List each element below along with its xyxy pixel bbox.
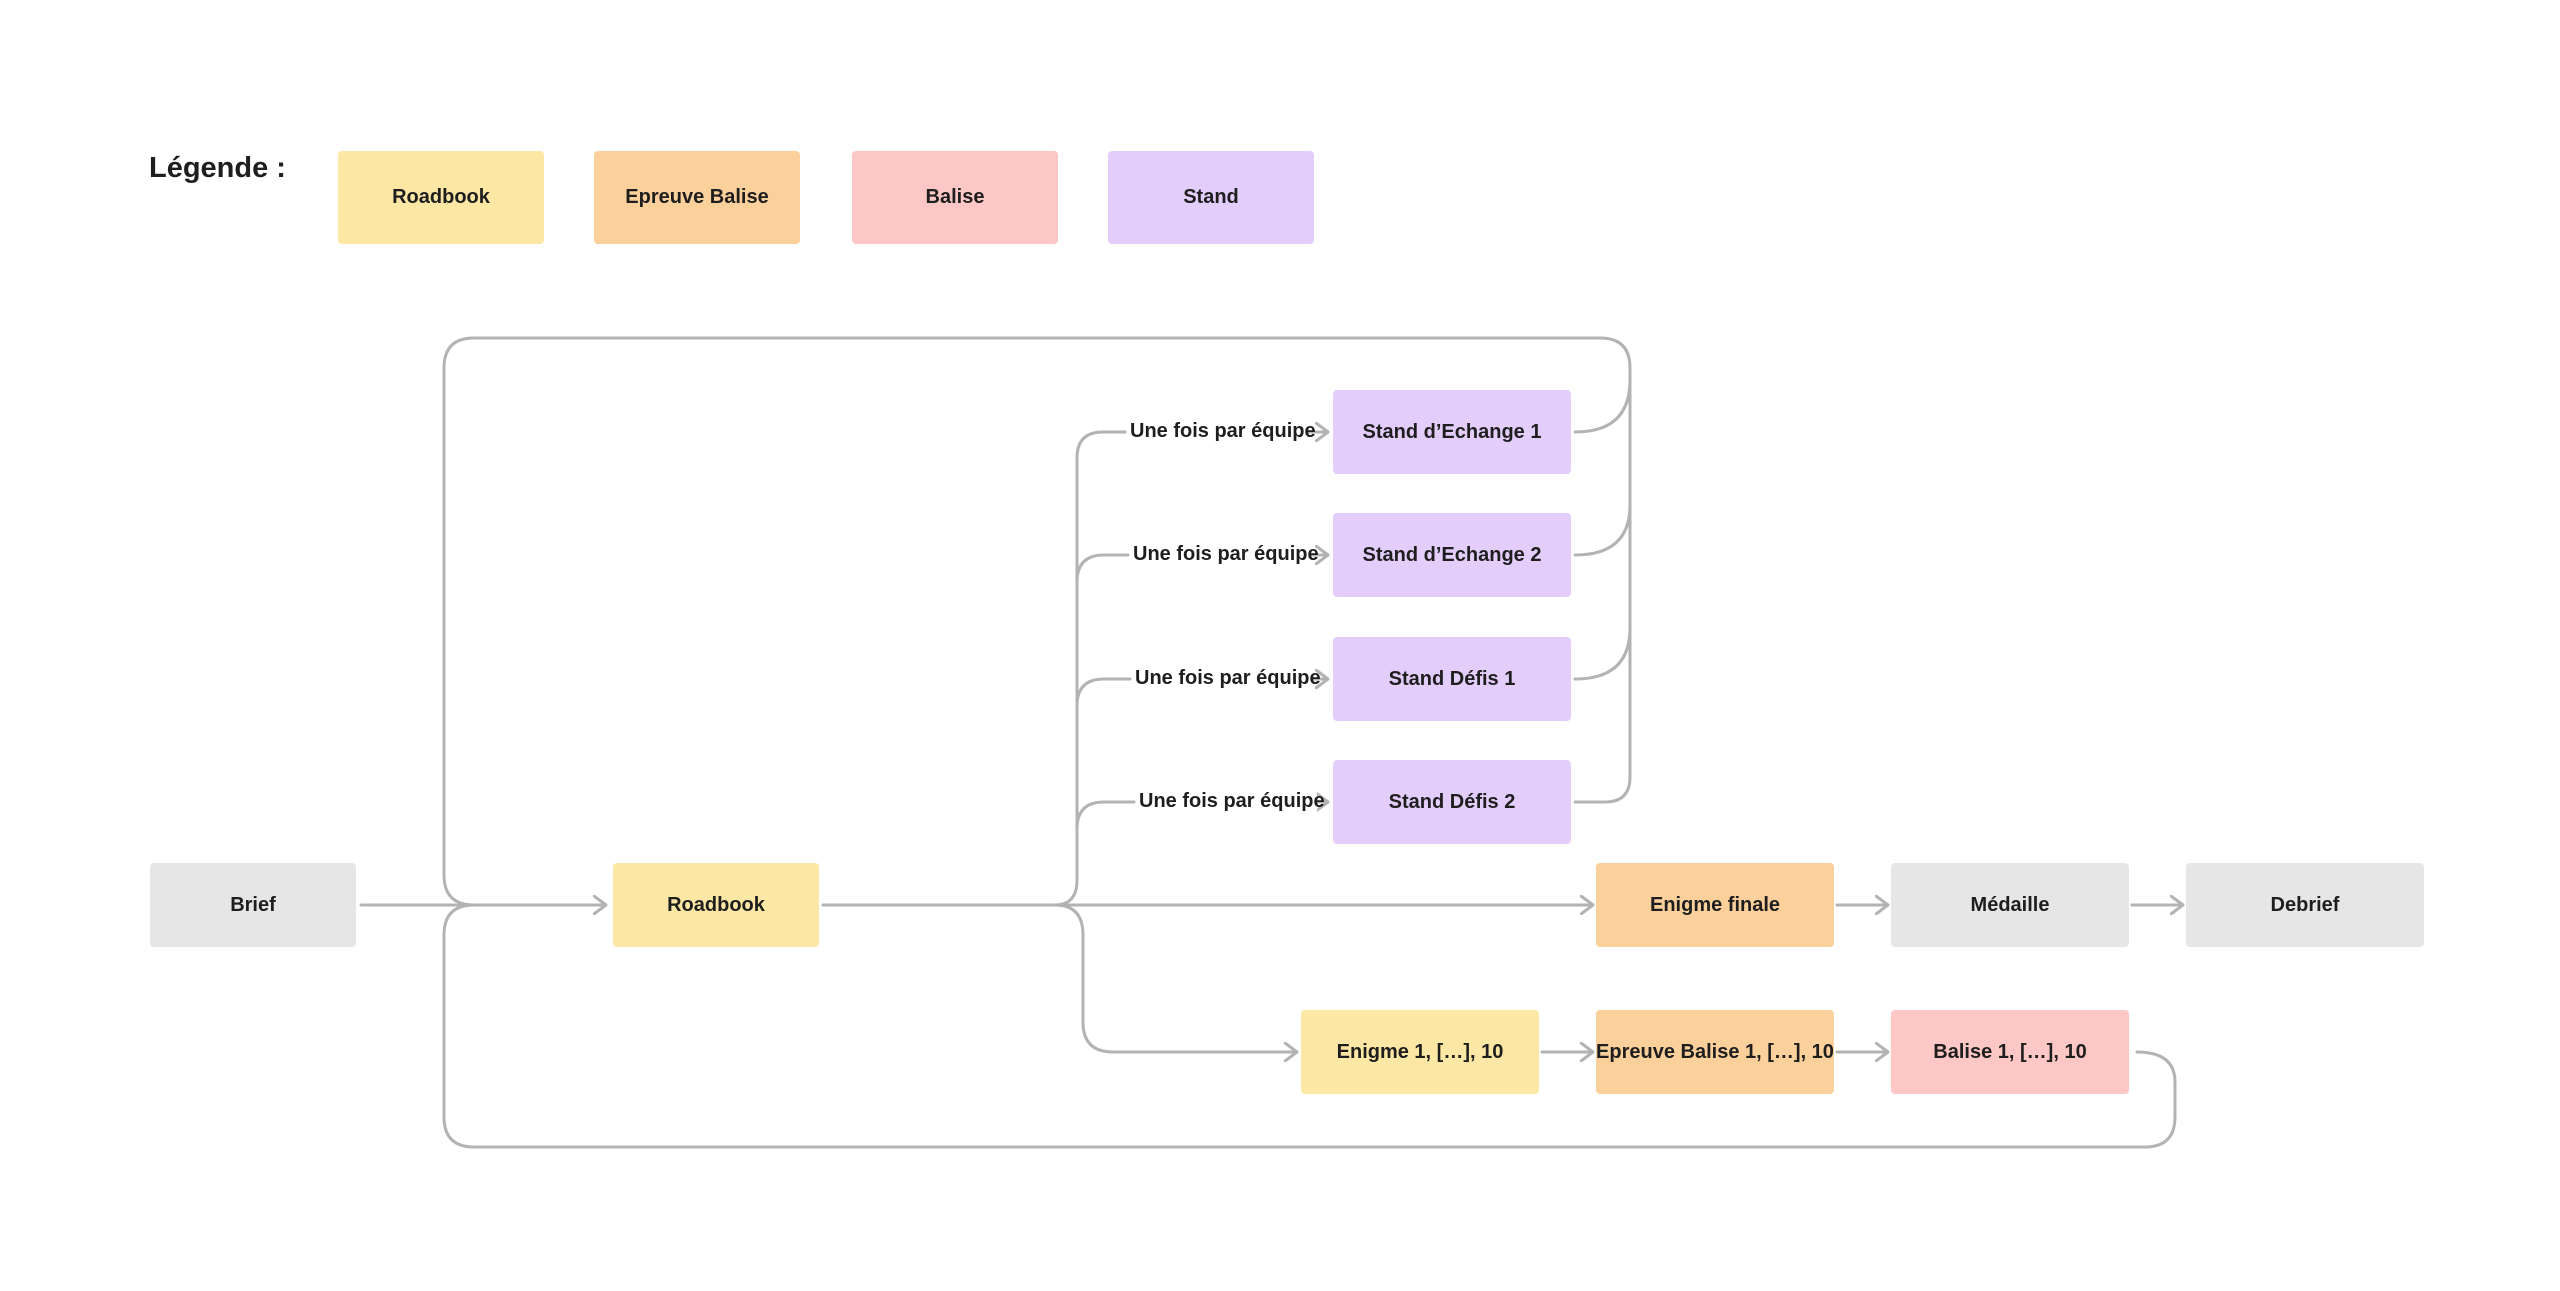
node-medaille: Médaille (1891, 863, 2129, 947)
legend-epreuve-balise: Epreuve Balise (594, 151, 800, 244)
connector-stand-echange-2-merge (1573, 378, 1632, 557)
legend-stand: Stand (1108, 151, 1314, 244)
connector-roadbook-stand-echange-1 (1053, 430, 1127, 907)
node-stand-defis-2: Stand Défis 2 (1333, 760, 1571, 844)
node-balises: Balise 1, […], 10 (1891, 1010, 2129, 1094)
legend-roadbook: Roadbook (338, 151, 544, 244)
node-enigmes: Enigme 1, […], 10 (1301, 1010, 1539, 1094)
edge-label-stand-defis-2: Une fois par équipe (1137, 790, 1325, 813)
legend-title: Légende : (149, 152, 286, 184)
node-epreuves-balise: Epreuve Balise 1, […], 10 (1596, 1010, 1834, 1094)
legend-balise: Balise (852, 151, 1058, 244)
connector-stand-defis-2-merge (1573, 626, 1632, 804)
node-brief: Brief (150, 863, 356, 947)
connector-branch-stand-echange-2 (1075, 553, 1130, 584)
connector-branch-stand-defis-1 (1075, 677, 1132, 708)
connector-stand-defis-1-merge (1573, 503, 1632, 681)
connector-branch-stand-defis-2 (1075, 800, 1136, 831)
connector-roadbook-enigmes (1053, 903, 1299, 1052)
node-stand-echange-2: Stand d’Echange 2 (1333, 513, 1571, 597)
node-roadbook: Roadbook (613, 863, 819, 947)
node-enigme-finale: Enigme finale (1596, 863, 1834, 947)
connector-balises-loop (442, 903, 2177, 1149)
edge-label-stand-defis-1: Une fois par équipe (1133, 667, 1321, 690)
edge-label-stand-echange-1: Une fois par équipe (1128, 420, 1316, 443)
connector-stands-loop (442, 336, 1632, 907)
node-debrief: Debrief (2186, 863, 2424, 947)
node-stand-echange-1: Stand d’Echange 1 (1333, 390, 1571, 474)
node-stand-defis-1: Stand Défis 1 (1333, 637, 1571, 721)
edge-label-stand-echange-2: Une fois par équipe (1131, 543, 1319, 566)
